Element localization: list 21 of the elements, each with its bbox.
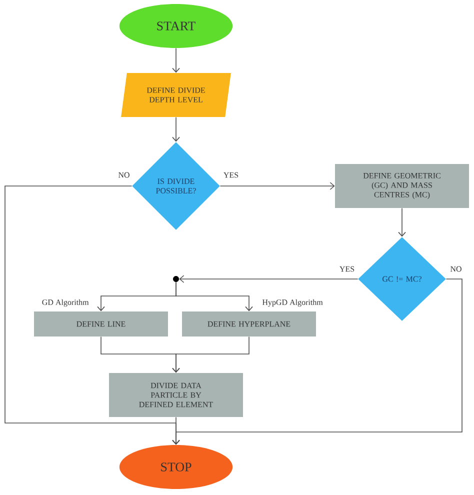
arrow — [398, 208, 406, 237]
process-box: DEFINE HYPERPLANE — [182, 312, 316, 336]
arrow — [220, 182, 335, 190]
edge-label: HypGD Algorithm — [261, 298, 324, 308]
process-box: DEFINE GEOMETRIC (GC) AND MASS CENTRES (MC) — [335, 164, 469, 208]
stop-oval: STOP — [119, 445, 233, 489]
process-box: DEFINE LINE — [34, 312, 168, 336]
process-box: DIVIDE DATA PARTICLE BY DEFINED ELEMENT — [109, 373, 243, 417]
input-parallelogram: DEFINE DIVIDE DEPTH LEVEL — [121, 73, 231, 117]
arrow — [172, 116, 180, 142]
edge-label: GD Algorithm — [40, 298, 90, 308]
arrow — [172, 416, 180, 445]
arrow — [172, 48, 180, 73]
arrow — [172, 336, 250, 373]
edge-label: NO — [449, 265, 463, 273]
arrow — [176, 282, 253, 312]
edge-label: YES — [222, 171, 240, 179]
start-oval: START — [119, 4, 233, 48]
arrow — [179, 275, 358, 283]
edge-label: NO — [117, 171, 131, 179]
edge-label: YES — [338, 265, 356, 273]
